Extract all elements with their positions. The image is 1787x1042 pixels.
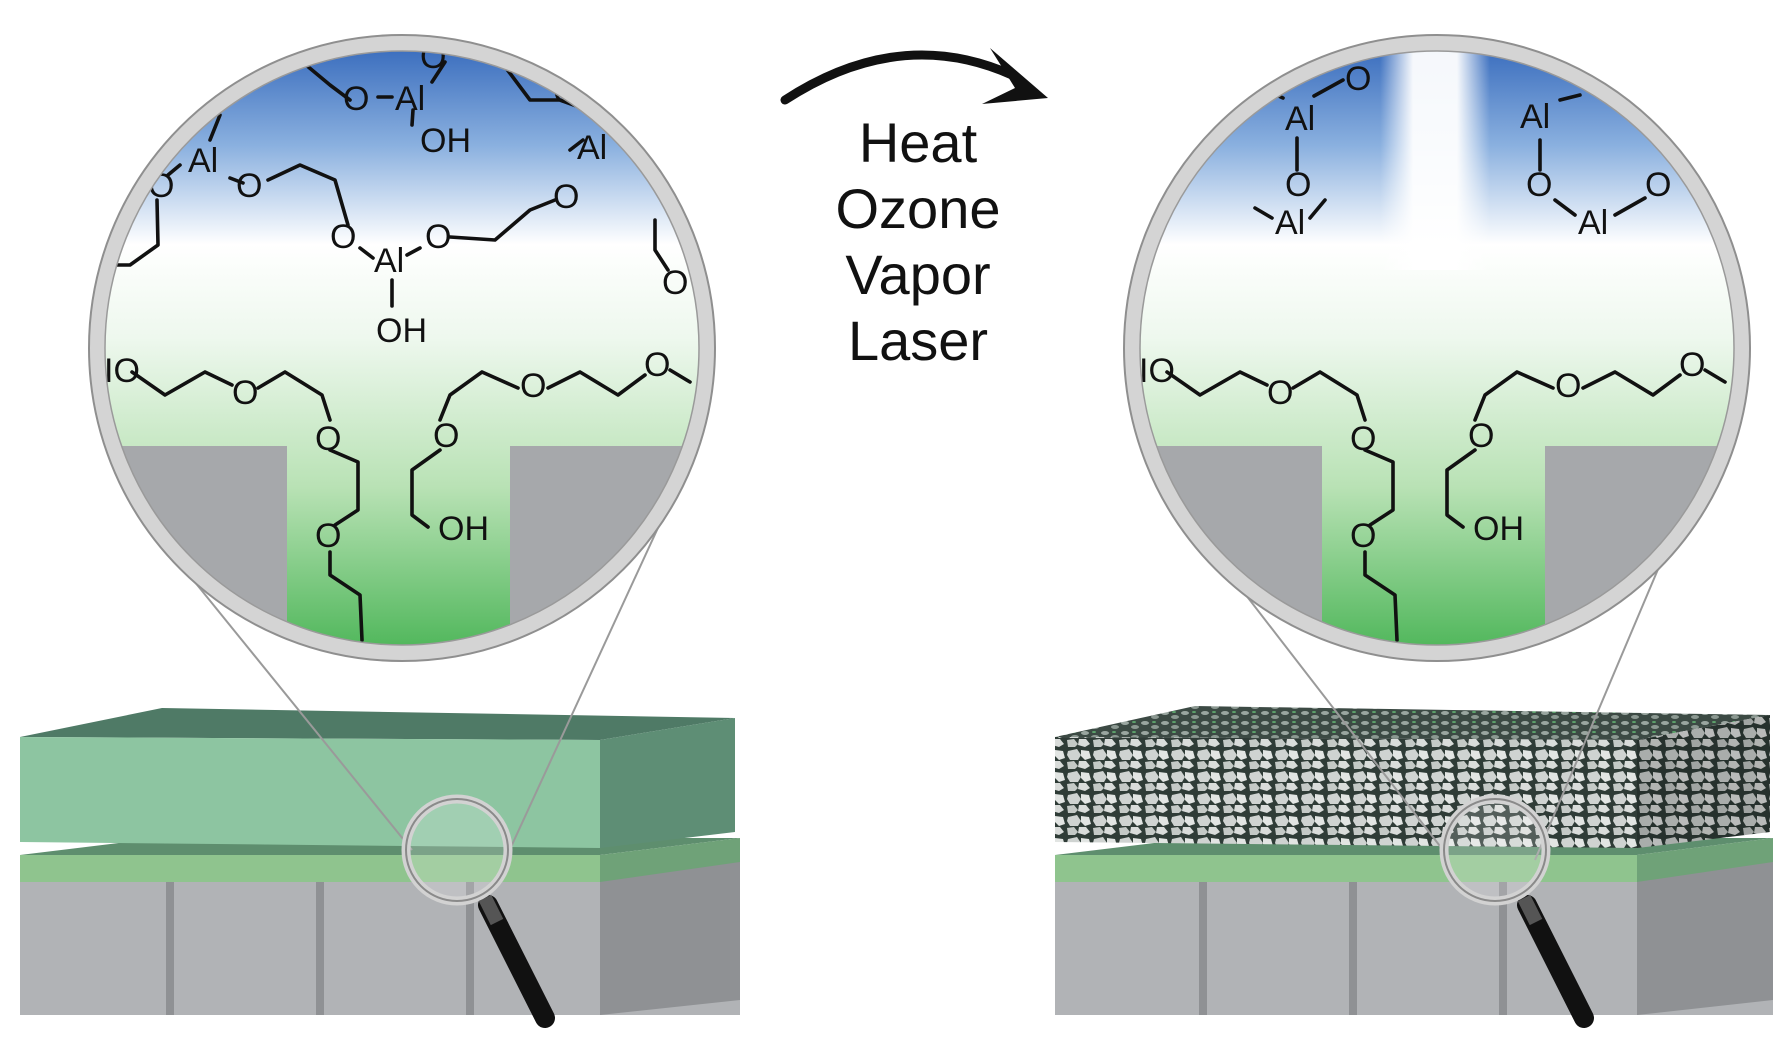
polymer-film <box>20 708 735 848</box>
curved-arrow-icon <box>780 48 1048 105</box>
atom-al: Al <box>1578 204 1608 242</box>
atom-al: Al <box>1285 100 1315 138</box>
atom-al: Al <box>1275 204 1305 242</box>
zoom-line-right-a <box>1214 554 1444 851</box>
peg-chains-right: IO O O O O O O OH <box>1139 346 1727 642</box>
atom-o: O <box>236 167 262 205</box>
atom-oh: IO <box>104 352 140 390</box>
atom-o: O <box>1285 166 1311 204</box>
process-steps: Heat Ozone Vapor Laser <box>836 111 1001 372</box>
atom-o: O <box>553 178 579 216</box>
process-step-ozone: Ozone <box>836 177 1001 240</box>
zoom-lens-left: O Al O OH O Al O O Al O O Al O OH O <box>88 34 716 662</box>
left-device <box>20 479 740 1028</box>
process-step-heat: Heat <box>859 111 978 174</box>
atom-o: O <box>232 374 258 412</box>
magnifier-icon <box>401 794 555 1028</box>
atom-o: O <box>1468 417 1494 455</box>
atom-o: O <box>1267 374 1293 412</box>
atom-o: O <box>1350 517 1376 555</box>
atom-oh: IO <box>1139 352 1175 390</box>
peg-chains-left: IO O O O O O O OH <box>104 346 692 642</box>
substrate-left <box>20 860 740 1015</box>
atom-o: O <box>330 218 356 256</box>
atom-oh: OH <box>376 312 427 350</box>
atom-o: O <box>1526 166 1552 204</box>
zoom-line-left-a <box>176 559 413 851</box>
ablation-beam <box>1380 43 1490 270</box>
atom-o: O <box>1679 346 1705 384</box>
atom-al: Al <box>374 242 404 280</box>
alumina-ring-right: Al O Al O <box>1520 93 1671 242</box>
atom-o: O <box>315 517 341 555</box>
process-step-vapor: Vapor <box>845 243 990 306</box>
atom-o: O <box>1645 166 1671 204</box>
atom-o: O <box>644 346 670 384</box>
atom-al: Al <box>1520 98 1550 136</box>
atom-o: O <box>315 420 341 458</box>
atom-oh: OH <box>1473 510 1524 548</box>
atom-al: Al <box>577 129 607 167</box>
zoom-lens-right: Al O O Al Al O Al O <box>1123 34 1751 662</box>
atom-o: O <box>1555 367 1581 405</box>
atom-al: Al <box>395 80 425 118</box>
atom-o: O <box>520 367 546 405</box>
atom-o: O <box>433 417 459 455</box>
substrate-right <box>1055 860 1773 1015</box>
alumina-ring-left: Al O O Al <box>1253 60 1371 242</box>
atom-o: O <box>425 218 451 256</box>
atom-o: O <box>1350 420 1376 458</box>
atom-o: O <box>1345 60 1371 98</box>
atom-oh: OH <box>420 122 471 160</box>
atom-o: O <box>343 80 369 118</box>
porous-film <box>1055 706 1770 848</box>
magnifier-icon <box>1439 794 1594 1028</box>
right-device <box>1055 469 1773 1028</box>
process-step-laser: Laser <box>848 309 988 372</box>
zoom-line-left-b <box>504 479 681 861</box>
atom-al: Al <box>188 142 218 180</box>
atom-o: O <box>662 264 688 302</box>
atom-oh: OH <box>438 510 489 548</box>
